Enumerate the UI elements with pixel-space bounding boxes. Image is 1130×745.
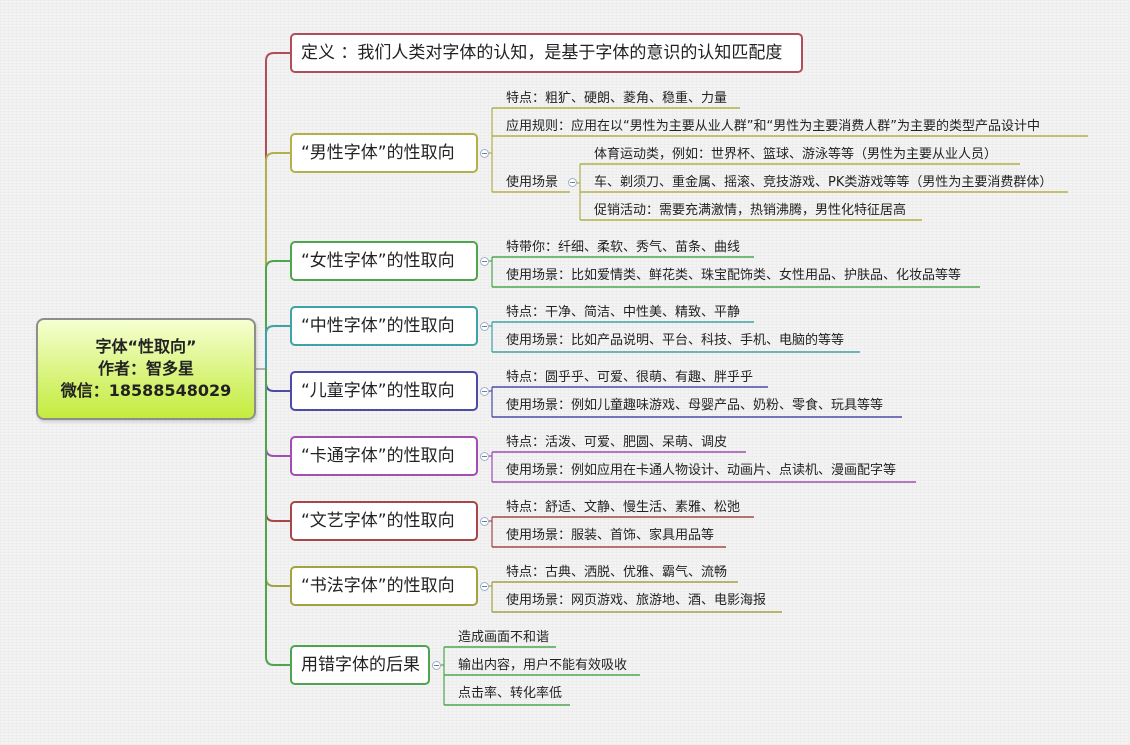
collapse-toggle-icon[interactable]	[432, 661, 441, 670]
collapse-toggle-icon[interactable]	[480, 149, 489, 158]
leaf-female-features[interactable]: 特带你：纤细、柔软、秀气、苗条、曲线	[506, 240, 741, 255]
topic-wrong-font-consequence[interactable]: 用错字体的后果	[290, 645, 430, 685]
leaf-cartoon-scenes[interactable]: 使用场景：例如应用在卡通人物设计、动画片、点读机、漫画配字等	[506, 463, 897, 478]
topic-calligraphy-font[interactable]: “书法字体”的性取向	[290, 566, 478, 606]
leaf-male-rule[interactable]: 应用规则：应用在以“男性为主要从业人群”和“男性为主要消费人群”为主要的类型产品…	[506, 119, 1040, 134]
leaf-neutral-scenes[interactable]: 使用场景：比如产品说明、平台、科技、手机、电脑的等等	[506, 333, 845, 348]
leaf-male-scenes[interactable]: 使用场景	[506, 175, 559, 190]
root-topic[interactable]: 字体“性取向” 作者：智多星 微信：18588548029	[36, 318, 256, 420]
leaf-consequence-low-ctr[interactable]: 点击率、转化率低	[458, 686, 563, 701]
collapse-toggle-icon[interactable]	[480, 452, 489, 461]
topic-female-font[interactable]: “女性字体”的性取向	[290, 241, 478, 281]
collapse-toggle-icon[interactable]	[480, 517, 489, 526]
topic-cartoon-font[interactable]: “卡通字体”的性取向	[290, 436, 478, 476]
leaf-calligraphy-scenes[interactable]: 使用场景：网页游戏、旅游地、酒、电影海报	[506, 593, 767, 608]
root-wechat: 微信：18588548029	[60, 381, 232, 400]
leaf-literary-scenes[interactable]: 使用场景：服装、首饰、家具用品等	[506, 528, 715, 543]
topic-children-font[interactable]: “儿童字体”的性取向	[290, 371, 478, 411]
leaf-children-features[interactable]: 特点：圆乎乎、可爱、很萌、有趣、胖乎乎	[506, 370, 754, 385]
collapse-toggle-icon[interactable]	[480, 387, 489, 396]
collapse-toggle-icon[interactable]	[568, 178, 577, 187]
leaf-children-scenes[interactable]: 使用场景：例如儿童趣味游戏、母婴产品、奶粉、零食、玩具等等	[506, 398, 884, 413]
collapse-toggle-icon[interactable]	[480, 322, 489, 331]
collapse-toggle-icon[interactable]	[480, 582, 489, 591]
leaf-consequence-absorption[interactable]: 输出内容，用户不能有效吸收	[458, 658, 628, 673]
leaf-calligraphy-features[interactable]: 特点：古典、洒脱、优雅、霸气、流畅	[506, 565, 728, 580]
leaf-male-scene-sports[interactable]: 体育运动类，例如：世界杯、篮球、游泳等等（男性为主要从业人员）	[594, 147, 998, 162]
topic-literary-font[interactable]: “文艺字体”的性取向	[290, 501, 478, 541]
leaf-literary-features[interactable]: 特点：舒适、文静、慢生活、素雅、松弛	[506, 500, 741, 515]
leaf-male-scene-promo[interactable]: 促销活动：需要充满激情，热销沸腾，男性化特征居高	[594, 203, 907, 218]
root-title: 字体“性取向”	[95, 337, 197, 356]
leaf-male-scene-consumer[interactable]: 车、剃须刀、重金属、摇滚、竞技游戏、PK类游戏等等（男性为主要消费群体）	[594, 175, 1053, 190]
root-author: 作者：智多星	[97, 359, 194, 378]
definition-topic[interactable]: 定义 ：我们人类对字体的认知，是基于字体的意识的认知匹配度	[290, 33, 803, 73]
leaf-female-scenes[interactable]: 使用场景：比如爱情类、鲜花类、珠宝配饰类、女性用品、护肤品、化妆品等等	[506, 268, 962, 283]
topic-male-font[interactable]: “男性字体”的性取向	[290, 133, 478, 173]
leaf-cartoon-features[interactable]: 特点：活泼、可爱、肥圆、呆萌、调皮	[506, 435, 728, 450]
leaf-consequence-disharmony[interactable]: 造成画面不和谐	[458, 630, 550, 645]
leaf-male-features[interactable]: 特点：粗犷、硬朗、菱角、稳重、力量	[506, 91, 728, 106]
topic-neutral-font[interactable]: “中性字体”的性取向	[290, 306, 478, 346]
leaf-neutral-features[interactable]: 特点：干净、简洁、中性美、精致、平静	[506, 305, 741, 320]
collapse-toggle-icon[interactable]	[480, 257, 489, 266]
